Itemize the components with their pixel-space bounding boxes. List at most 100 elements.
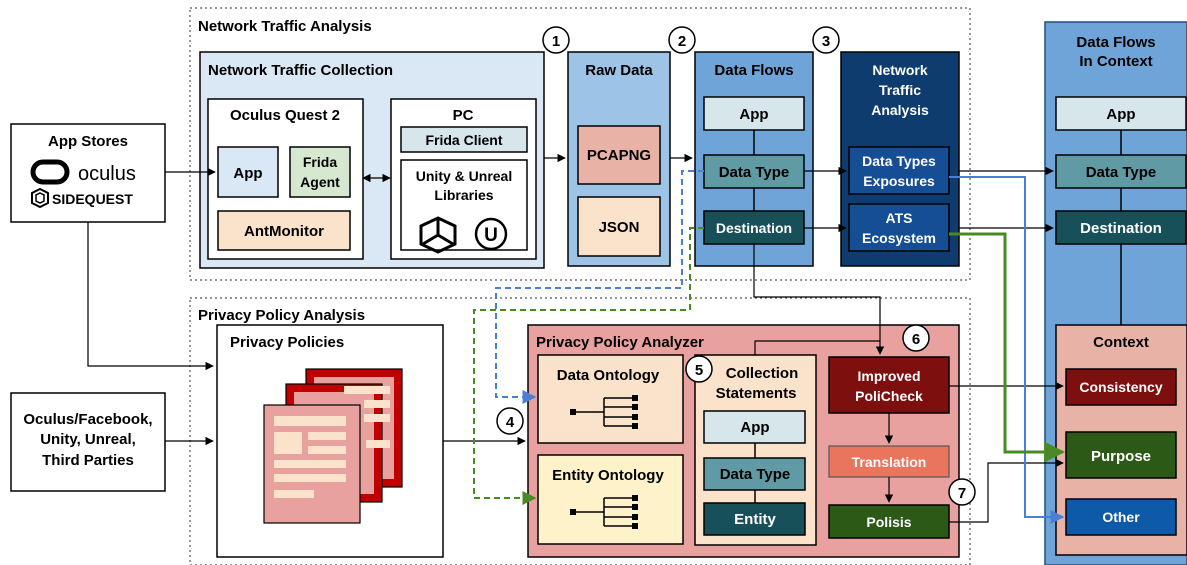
- context-title: Context: [1093, 334, 1149, 351]
- pcapng-label: PCAPNG: [587, 147, 651, 164]
- antmonitor-label: AntMonitor: [244, 223, 324, 240]
- context-destination-label: Destination: [1080, 220, 1162, 237]
- pcapng-box: [577, 125, 661, 185]
- ats-ecosystem-box: [848, 203, 950, 252]
- privacy-policies-title: Privacy Policies: [230, 334, 344, 351]
- context-data-type-label: Data Type: [1086, 164, 1157, 181]
- step-number-1: 1: [542, 26, 570, 54]
- svg-text:2: 2: [678, 33, 686, 50]
- svg-text:U: U: [484, 225, 498, 246]
- other-label: Other: [1102, 509, 1140, 525]
- app-stores-title: App Stores: [48, 133, 128, 150]
- polisis-box: [828, 504, 950, 539]
- data-flows-title: Data Flows: [714, 62, 793, 79]
- blue-dashed-arrow: [495, 170, 704, 404]
- unity-logo-icon: [419, 216, 457, 254]
- collection-statements-title-1: Collection: [726, 365, 799, 382]
- json-box: [577, 196, 661, 257]
- collection-statements-title-2: Statements: [716, 385, 797, 402]
- frida-client-box: [400, 126, 528, 153]
- data-ontology-box: [537, 354, 684, 444]
- unreal-logo-icon: U: [474, 217, 508, 251]
- step-number-4: 4: [496, 407, 524, 435]
- flows-data-type-box: [703, 154, 805, 189]
- statements-entity-label: Entity: [734, 511, 776, 528]
- third-parties-line-3: Third Parties: [42, 452, 134, 469]
- privacy-policy-analysis-section-label: Privacy Policy Analysis: [198, 307, 365, 324]
- third-parties-box: [10, 392, 166, 492]
- network-traffic-analysis-section-label: Network Traffic Analysis: [198, 18, 372, 35]
- data-types-exposures-label-1: Data Types: [862, 153, 936, 169]
- svg-text:4: 4: [506, 414, 515, 431]
- consistency-box: [1065, 368, 1177, 406]
- data-flows-in-context-title-2: In Context: [1079, 53, 1152, 70]
- entity-ontology-label: Entity Ontology: [552, 467, 664, 484]
- traffic-analysis-title-2: Traffic: [879, 82, 921, 98]
- context-destination-box: [1055, 210, 1187, 245]
- privacy-policy-analyzer-title: Privacy Policy Analyzer: [536, 334, 704, 351]
- flows-app-label: App: [739, 106, 768, 123]
- raw-data-title: Raw Data: [585, 62, 653, 79]
- network-traffic-collection-title: Network Traffic Collection: [208, 62, 393, 79]
- antmonitor-box: [217, 210, 351, 251]
- svg-text:6: 6: [912, 331, 920, 348]
- step-number-5: 5: [685, 355, 713, 383]
- traffic-analysis-title-3: Analysis: [871, 102, 929, 118]
- quest-app-label: App: [233, 165, 262, 182]
- step-number-3: 3: [812, 26, 840, 54]
- improved-policheck-label-1: Improved: [857, 368, 920, 384]
- statements-app-box: [703, 410, 806, 444]
- statements-data-type-box: [703, 457, 806, 491]
- svg-text:5: 5: [695, 362, 703, 379]
- other-box: [1065, 498, 1177, 536]
- step-number-6: 6: [902, 324, 930, 352]
- flows-destination-box: [703, 210, 805, 245]
- blue-solid-arrow: [949, 176, 1065, 524]
- policy-documents-icon: [263, 368, 403, 524]
- traffic-analysis-title-1: Network: [872, 62, 927, 78]
- frida-client-label: Frida Client: [425, 132, 502, 148]
- statements-data-type-label: Data Type: [720, 466, 791, 483]
- svg-text:3: 3: [822, 33, 830, 50]
- oculus-logo-icon: oculus: [30, 159, 136, 185]
- step-number-2: 2: [668, 26, 696, 54]
- flows-app-box: [703, 96, 805, 131]
- ats-ecosystem-label-2: Ecosystem: [862, 230, 936, 246]
- entity-ontology-box: [537, 454, 684, 545]
- improved-policheck-box: [828, 356, 950, 414]
- third-parties-line-1: Oculus/Facebook,: [23, 411, 152, 428]
- translation-box: [828, 445, 950, 478]
- libraries-label-1: Unity & Unreal: [416, 168, 512, 184]
- black-arrows: [87, 153, 1064, 523]
- frida-agent-label-2: Agent: [300, 174, 340, 190]
- flows-destination-label: Destination: [716, 220, 792, 236]
- polisis-label: Polisis: [866, 514, 911, 530]
- sidequest-logo-icon: SIDEQUEST: [31, 187, 133, 209]
- data-ontology-label: Data Ontology: [557, 367, 660, 384]
- third-parties-line-2: Unity, Unreal,: [40, 431, 136, 448]
- statements-app-label: App: [740, 419, 769, 436]
- translation-label: Translation: [852, 454, 927, 470]
- pc-title: PC: [453, 107, 474, 124]
- oculus-quest-title: Oculus Quest 2: [230, 107, 340, 124]
- network-traffic-analysis-section: [189, 7, 971, 281]
- frida-agent-box: [289, 146, 351, 198]
- flows-data-type-label: Data Type: [719, 164, 790, 181]
- data-types-exposures-label-2: Exposures: [863, 173, 935, 189]
- context-app-box: [1055, 96, 1187, 131]
- oculus-logo-text: oculus: [78, 163, 136, 185]
- step-number-7: 7: [948, 478, 976, 506]
- svg-text:1: 1: [552, 33, 560, 50]
- entity-ontology-tree-icon: [570, 495, 638, 529]
- context-data-type-box: [1055, 154, 1187, 189]
- purpose-label: Purpose: [1091, 448, 1151, 465]
- green-dashed-arrow: [473, 227, 704, 505]
- json-label: JSON: [599, 219, 640, 236]
- purpose-box: [1065, 431, 1177, 479]
- sidequest-logo-text: SIDEQUEST: [52, 191, 133, 207]
- quest-app-box: [217, 146, 279, 198]
- context-app-label: App: [1106, 106, 1135, 123]
- improved-policheck-label-2: PoliCheck: [855, 388, 923, 404]
- data-ontology-tree-icon: [570, 395, 638, 429]
